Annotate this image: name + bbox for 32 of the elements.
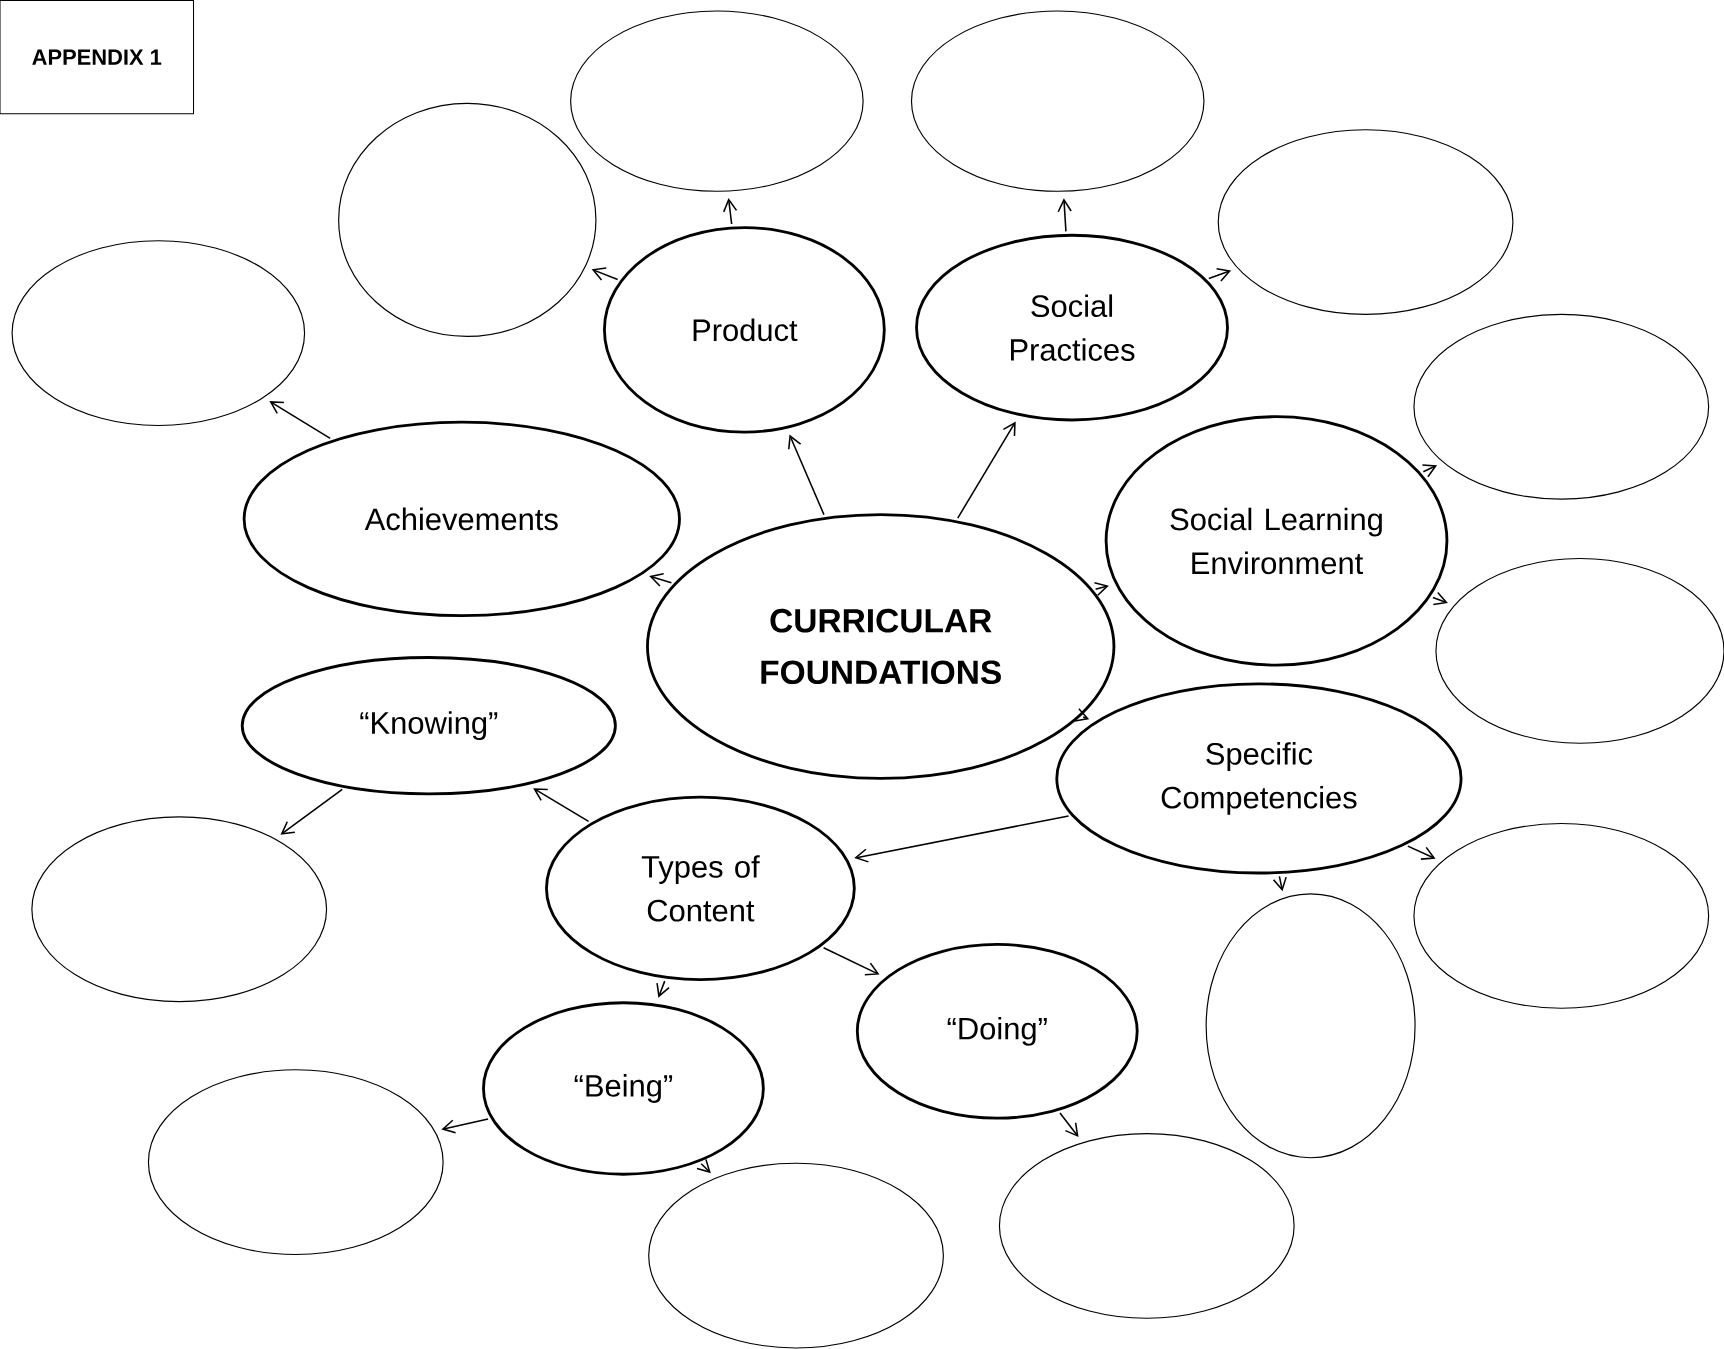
arrow	[1421, 464, 1438, 478]
empty-ellipse	[570, 10, 864, 192]
arrow	[1059, 1112, 1079, 1138]
arrow	[1208, 268, 1232, 282]
arrow	[957, 421, 1016, 519]
empty-ellipse	[31, 816, 328, 1003]
arrow	[788, 434, 825, 516]
arrow	[722, 197, 738, 225]
empty-ellipse	[1413, 822, 1710, 1009]
arrow	[656, 980, 670, 998]
title-box: APPENDIX 1	[0, 0, 195, 115]
arrow	[649, 572, 673, 587]
arrow	[822, 946, 880, 976]
empty-ellipse	[998, 1132, 1295, 1319]
arrow	[1057, 198, 1072, 233]
arrow	[269, 401, 331, 440]
empty-ellipse	[338, 102, 597, 337]
empty-ellipse	[910, 10, 1205, 192]
arrow	[280, 788, 344, 835]
empty-ellipse	[1205, 893, 1416, 1159]
empty-ellipse	[11, 240, 306, 427]
empty-ellipse	[1217, 129, 1514, 315]
arrow	[441, 1118, 489, 1134]
arrow	[1432, 591, 1448, 606]
empty-ellipse	[147, 1069, 444, 1256]
arrow	[591, 267, 619, 281]
arrow	[854, 815, 1070, 863]
arrow	[533, 788, 590, 823]
empty-ellipse	[648, 1162, 944, 1349]
arrow	[1407, 845, 1436, 860]
arrow	[1093, 582, 1109, 596]
empty-ellipse	[1413, 313, 1710, 500]
